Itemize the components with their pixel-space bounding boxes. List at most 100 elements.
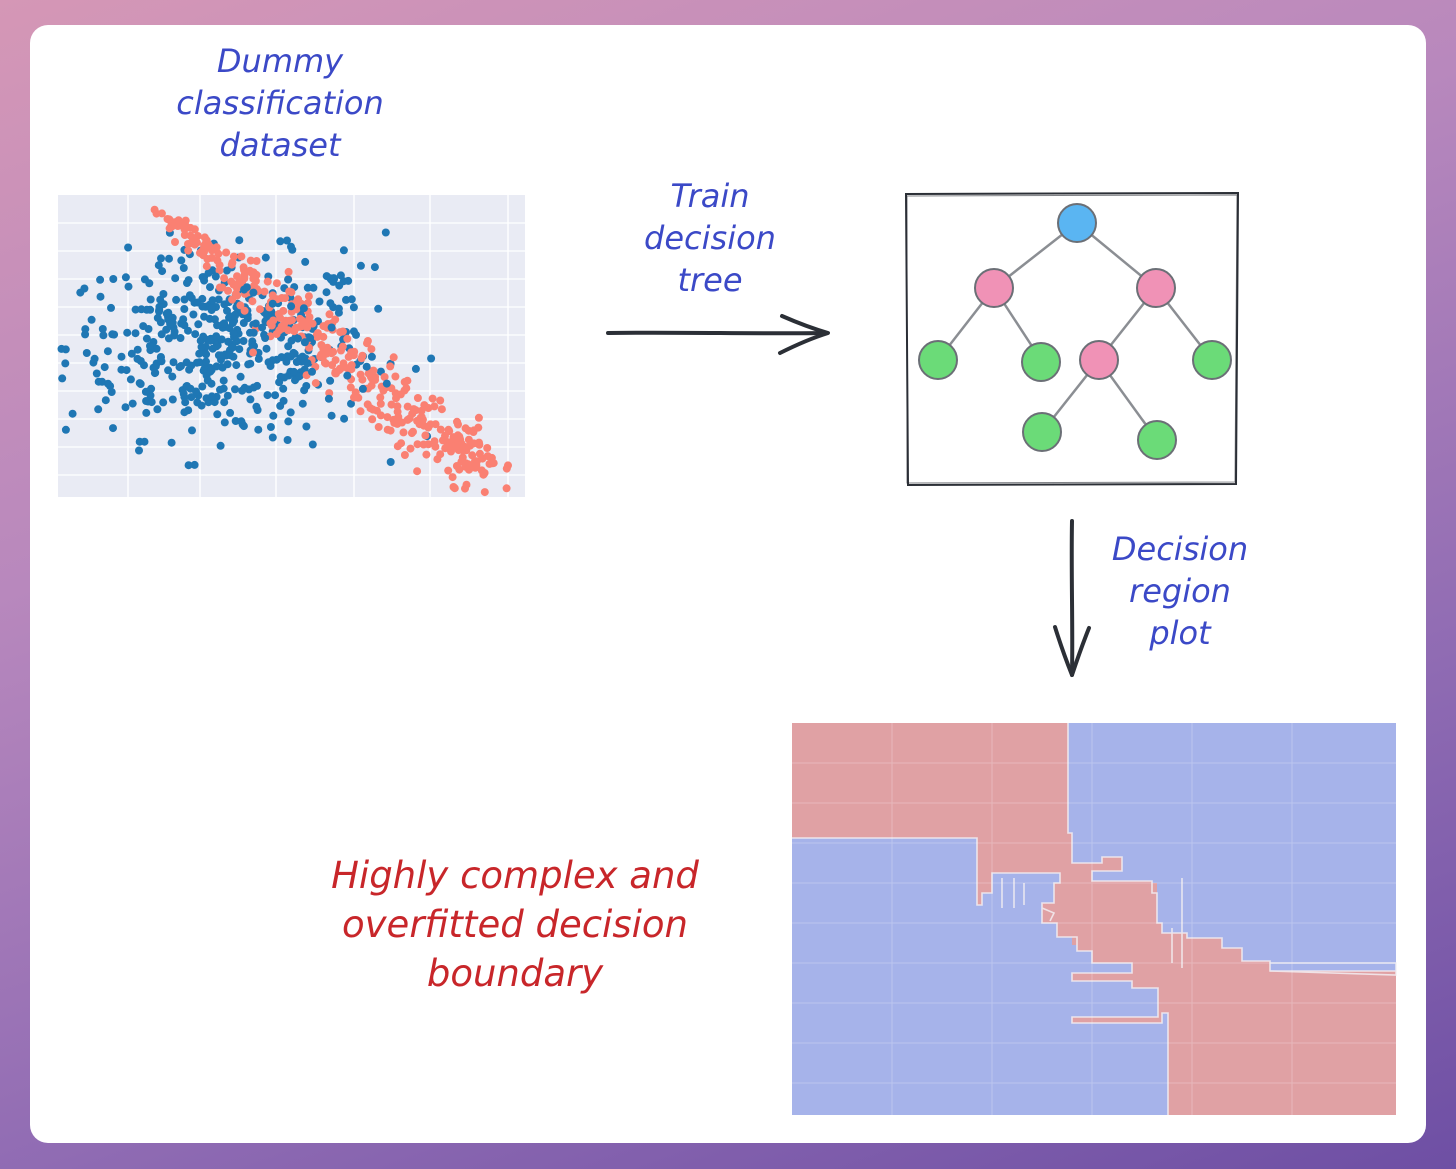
scatter-point-blue <box>180 295 189 304</box>
scatter-point-blue <box>220 418 229 427</box>
scatter-point-salmon <box>308 319 317 328</box>
scatter-point-blue <box>146 295 155 304</box>
scatter-point-salmon <box>437 405 446 414</box>
scatter-point-blue <box>286 408 295 417</box>
scatter-point-salmon <box>215 261 224 270</box>
scatter-point-salmon <box>406 444 415 453</box>
scatter-point-salmon <box>317 341 326 349</box>
scatter-point-blue <box>169 358 178 367</box>
scatter-point-salmon <box>407 429 416 438</box>
scatter-point-salmon <box>173 222 182 230</box>
scatter-point-blue <box>207 392 216 401</box>
scatter-point-salmon <box>165 215 174 224</box>
scatter-point-blue <box>210 315 219 324</box>
tree-node-left <box>974 268 1014 308</box>
scatter-point-salmon <box>448 473 457 482</box>
scatter-point-blue <box>180 393 189 402</box>
scatter-point-salmon <box>157 209 166 218</box>
scatter-point-blue <box>92 369 101 378</box>
scatter-point-blue <box>214 295 223 304</box>
scatter-point-salmon <box>436 425 445 434</box>
scatter-point-blue <box>238 386 247 395</box>
scatter-point-salmon <box>228 295 237 304</box>
scatter-point-blue <box>127 349 136 358</box>
scatter-point-blue <box>90 354 99 363</box>
scatter-point-blue <box>167 438 176 447</box>
scatter-point-salmon <box>502 484 511 493</box>
scatter-point-salmon <box>367 381 376 390</box>
scatter-point-blue <box>100 363 109 372</box>
scatter-point-blue <box>246 395 255 404</box>
scatter-point-blue <box>202 350 211 359</box>
scatter-point-blue <box>96 275 105 284</box>
scatter-point-blue <box>228 319 237 328</box>
scatter-point-blue <box>226 408 235 417</box>
scatter-point-blue <box>104 379 112 388</box>
scatter-point-salmon <box>180 231 189 239</box>
scatter-point-salmon <box>325 310 334 319</box>
scatter-point-salmon <box>323 346 332 355</box>
scatter-point-blue <box>224 337 233 346</box>
scatter-point-blue <box>342 295 350 304</box>
scatter-point-blue <box>261 253 270 262</box>
train-label: Train decision tree <box>644 177 776 300</box>
scatter-point-blue <box>302 422 311 431</box>
scatter-point-blue <box>279 396 288 405</box>
scatter-point-blue <box>147 398 156 407</box>
scatter-point-blue <box>254 354 263 363</box>
scatter-point-blue <box>94 405 103 414</box>
scatter-point-salmon <box>272 279 281 288</box>
scatter-point-blue <box>68 409 77 418</box>
scatter-point-blue <box>140 437 149 446</box>
scatter-point-blue <box>266 423 275 431</box>
scatter-point-blue <box>179 264 188 272</box>
scatter-point-blue <box>194 320 203 329</box>
scatter-point-blue <box>344 276 353 285</box>
scatter-point-blue <box>164 334 173 343</box>
scatter-point-blue <box>197 401 206 410</box>
scatter-point-salmon <box>428 394 437 403</box>
scatter-point-blue <box>347 399 355 408</box>
scatter-point-salmon <box>403 402 412 411</box>
scatter-point-salmon <box>214 249 223 258</box>
scatter-point-salmon <box>393 442 402 451</box>
tree-leaf-5 <box>1137 420 1177 460</box>
scatter-point-salmon <box>229 280 238 289</box>
scatter-point-salmon <box>184 246 193 255</box>
scatter-point-blue <box>137 305 146 314</box>
scatter-point-blue <box>324 394 333 403</box>
scatter-point-blue <box>268 433 277 442</box>
scatter-point-blue <box>303 359 312 368</box>
scatter-point-blue <box>87 315 96 324</box>
scatter-point-salmon <box>438 436 447 445</box>
scatter-point-salmon <box>218 283 227 292</box>
scatter-point-blue <box>117 352 126 361</box>
scatter-point-blue <box>171 274 180 283</box>
scatter-point-salmon <box>389 415 398 424</box>
scatter-point-blue <box>109 275 118 283</box>
dataset-label: Dummy classification dataset <box>176 42 384 165</box>
scatter-point-salmon <box>368 415 377 424</box>
scatter-point-blue <box>101 396 110 405</box>
scatter-point-blue <box>362 362 371 371</box>
scatter-point-salmon <box>250 282 258 290</box>
scatter-point-blue <box>284 342 293 351</box>
scatter-point-salmon <box>207 246 216 255</box>
scatter-point-blue <box>231 385 239 394</box>
scatter-point-blue <box>343 371 352 380</box>
scatter-point-salmon <box>186 239 195 248</box>
scatter-point-salmon <box>329 347 338 356</box>
tree-leaf-1 <box>918 340 958 380</box>
scatter-point-blue <box>198 273 207 282</box>
scatter-point-blue <box>139 322 148 331</box>
scatter-point-salmon <box>316 352 325 361</box>
scatter-point-blue <box>110 330 119 339</box>
scatter-point-blue <box>329 277 338 286</box>
scatter-point-salmon <box>150 205 159 214</box>
scatter-point-salmon <box>422 450 431 459</box>
scatter-point-blue <box>232 361 241 370</box>
scatter-point-blue <box>298 399 307 408</box>
scatter-point-blue <box>336 271 345 280</box>
scatter-point-salmon <box>201 239 210 248</box>
scatter-point-blue <box>82 349 91 357</box>
